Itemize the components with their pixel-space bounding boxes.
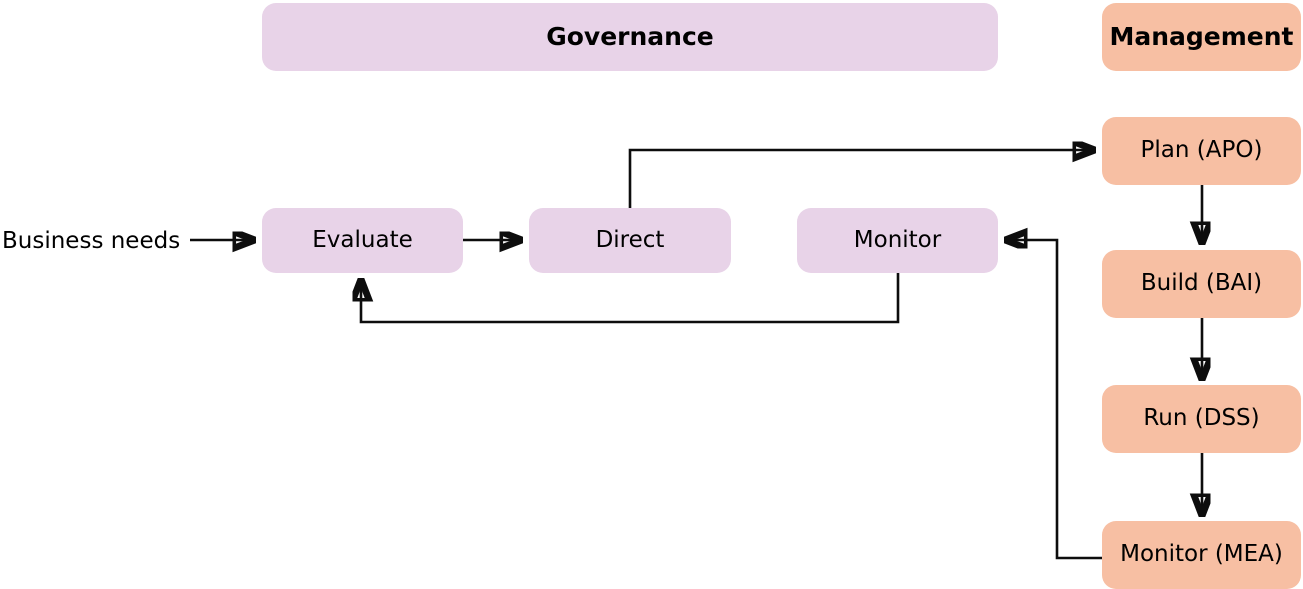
management-header: Management [1102, 3, 1301, 71]
node-evaluate[interactable]: Evaluate [262, 208, 463, 273]
node-plan-apo[interactable]: Plan (APO) [1102, 117, 1301, 185]
governance-header: Governance [262, 3, 998, 71]
business-needs-label: Business needs [2, 228, 181, 254]
governance-header-label: Governance [546, 22, 714, 52]
node-build-bai[interactable]: Build (BAI) [1102, 250, 1301, 318]
node-monitor-mea-label: Monitor (MEA) [1120, 541, 1283, 568]
node-run-dss[interactable]: Run (DSS) [1102, 385, 1301, 453]
edge-direct-to-plan [628, 150, 1094, 208]
node-direct[interactable]: Direct [529, 208, 731, 273]
node-run-dss-label: Run (DSS) [1143, 405, 1260, 432]
node-plan-apo-label: Plan (APO) [1140, 137, 1263, 164]
node-build-bai-label: Build (BAI) [1140, 270, 1263, 297]
node-monitor[interactable]: Monitor [797, 208, 998, 273]
node-direct-label: Direct [595, 226, 665, 253]
management-header-label: Management [1109, 22, 1294, 52]
edge-monitor-mea-to-monitor [1006, 240, 1102, 560]
node-monitor-label: Monitor [853, 226, 942, 253]
node-monitor-mea[interactable]: Monitor (MEA) [1102, 521, 1301, 589]
edge-monitor-to-evaluate [361, 272, 900, 324]
node-evaluate-label: Evaluate [312, 226, 413, 253]
